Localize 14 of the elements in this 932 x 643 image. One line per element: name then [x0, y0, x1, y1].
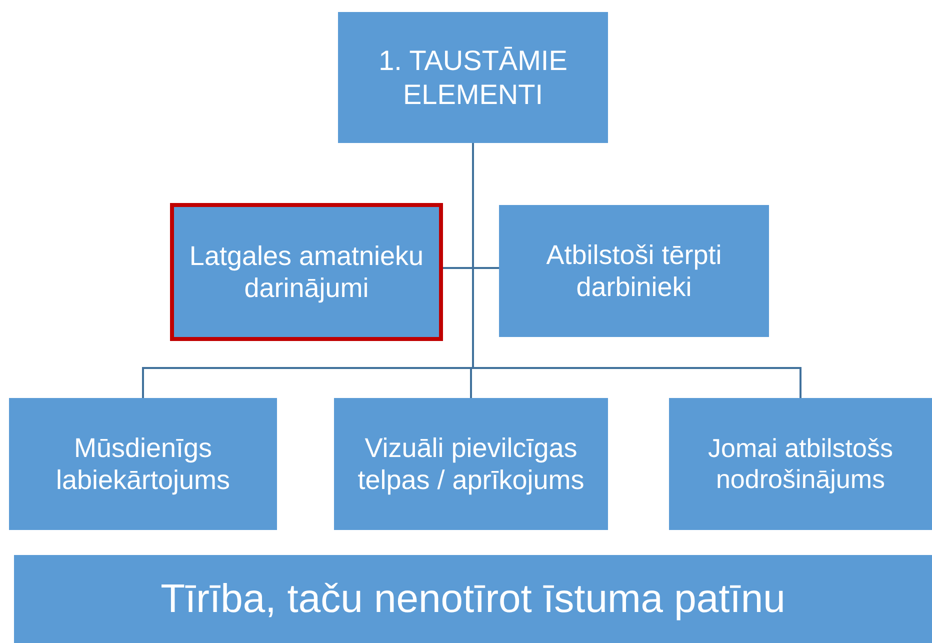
process-box	[669, 398, 932, 530]
box-label: Mūsdienīgs labiekārtojums	[54, 432, 232, 496]
process-box	[14, 555, 932, 643]
process-box	[334, 398, 608, 530]
process-box	[338, 12, 608, 143]
process-box	[499, 205, 769, 337]
box-label: 1. TAUSTĀMIE ELEMENTI	[378, 44, 568, 112]
box-label: Atbilstoši tērpti darbinieki	[545, 238, 723, 304]
process-box	[9, 398, 277, 530]
box-label: Jomai atbilstošs nodrošinājums	[707, 432, 894, 496]
box-label: Vizuāli pievilcīgas telpas / aprīkojums	[356, 432, 586, 496]
box-label: Latgales amatnieku darinājumi	[188, 240, 425, 304]
highlighted-box	[170, 203, 443, 341]
box-label: Tīrība, taču nenotīrot īstuma patīnu	[160, 576, 786, 623]
